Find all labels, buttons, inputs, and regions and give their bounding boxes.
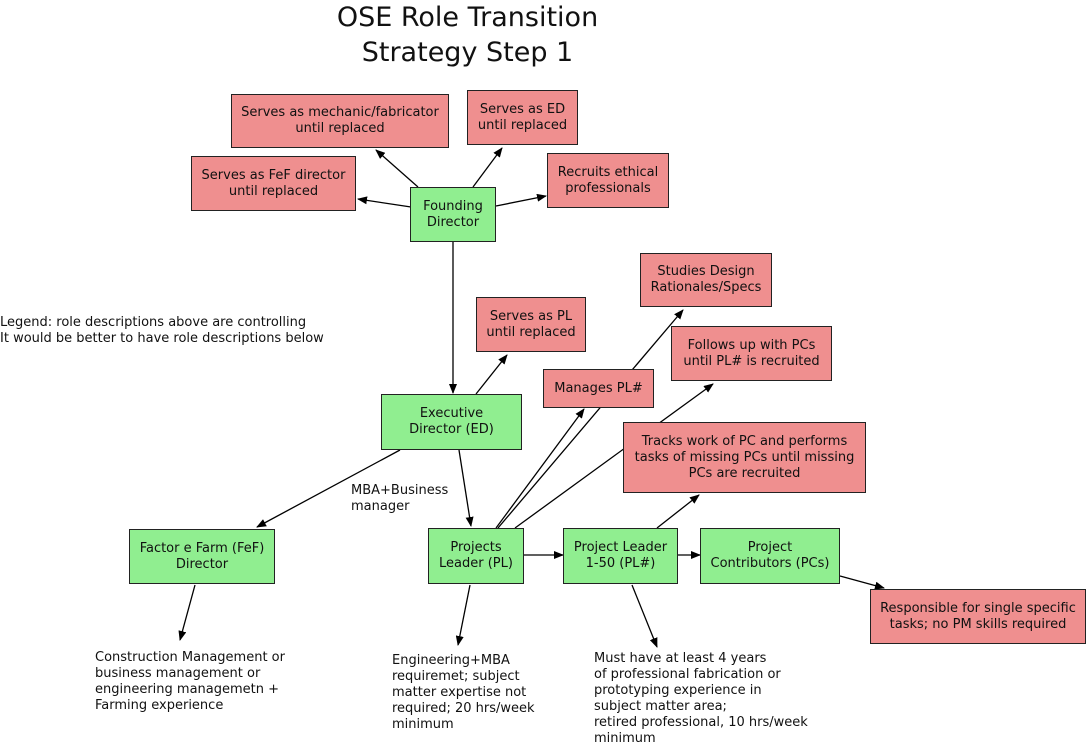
legend-text: Legend: role descriptions above are cont… — [0, 315, 324, 346]
edge-pl-manages — [495, 408, 585, 529]
note-mba-business: MBA+Business manager — [351, 483, 449, 514]
edge-pl-follows — [514, 383, 714, 529]
node-mechanic: Serves as mechanic/fabricator until repl… — [231, 94, 449, 148]
edge-fd-serves-ed — [472, 147, 503, 188]
edge-ed-serves-pl — [475, 354, 508, 395]
node-projects-leader: Projects Leader (PL) — [428, 528, 524, 584]
diagram-title: OSE Role Transition Strategy Step 1 — [336, 2, 599, 68]
edge-fd-recruits — [495, 193, 547, 207]
node-project-leader-1-50: Project Leader 1-50 (PL#) — [563, 528, 678, 584]
node-manages-pl: Manages PL# — [543, 369, 654, 408]
node-recruits: Recruits ethical professionals — [547, 153, 669, 208]
edge-ed-fef — [256, 449, 401, 528]
edge-pc-responsible — [839, 575, 885, 590]
edge-pl-note — [455, 584, 471, 646]
edge-pl-studies — [497, 309, 684, 529]
note-engineering: Engineering+MBA requiremet; subject matt… — [392, 653, 535, 732]
node-fef-director: Factor e Farm (FeF) Director — [129, 529, 275, 584]
node-serves-pl: Serves as PL until replaced — [476, 297, 586, 352]
edge-fd-mechanic — [375, 149, 419, 188]
edge-fd-serves-fef — [357, 196, 412, 208]
edge-ed-pl — [458, 449, 474, 527]
node-responsible: Responsible for single specific tasks; n… — [870, 589, 1086, 644]
node-serves-ed: Serves as ED until replaced — [467, 90, 578, 145]
node-executive-director: Executive Director (ED) — [381, 394, 522, 450]
node-tracks-work: Tracks work of PC and performs tasks of … — [623, 422, 866, 493]
node-founding-director: Founding Director — [410, 187, 496, 242]
note-must-have: Must have at least 4 years of profession… — [594, 651, 808, 746]
edge-fef-note — [178, 584, 196, 641]
note-construction: Construction Management or business mana… — [95, 650, 285, 713]
node-follows-up: Follows up with PCs until PL# is recruit… — [671, 326, 832, 381]
node-serves-fef: Serves as FeF director until replaced — [191, 156, 356, 211]
edge-pl150-tracks — [656, 494, 700, 529]
edge-pl150-note — [631, 584, 658, 648]
node-project-contributors: Project Contributors (PCs) — [700, 528, 840, 584]
node-studies-design: Studies Design Rationales/Specs — [640, 253, 772, 307]
